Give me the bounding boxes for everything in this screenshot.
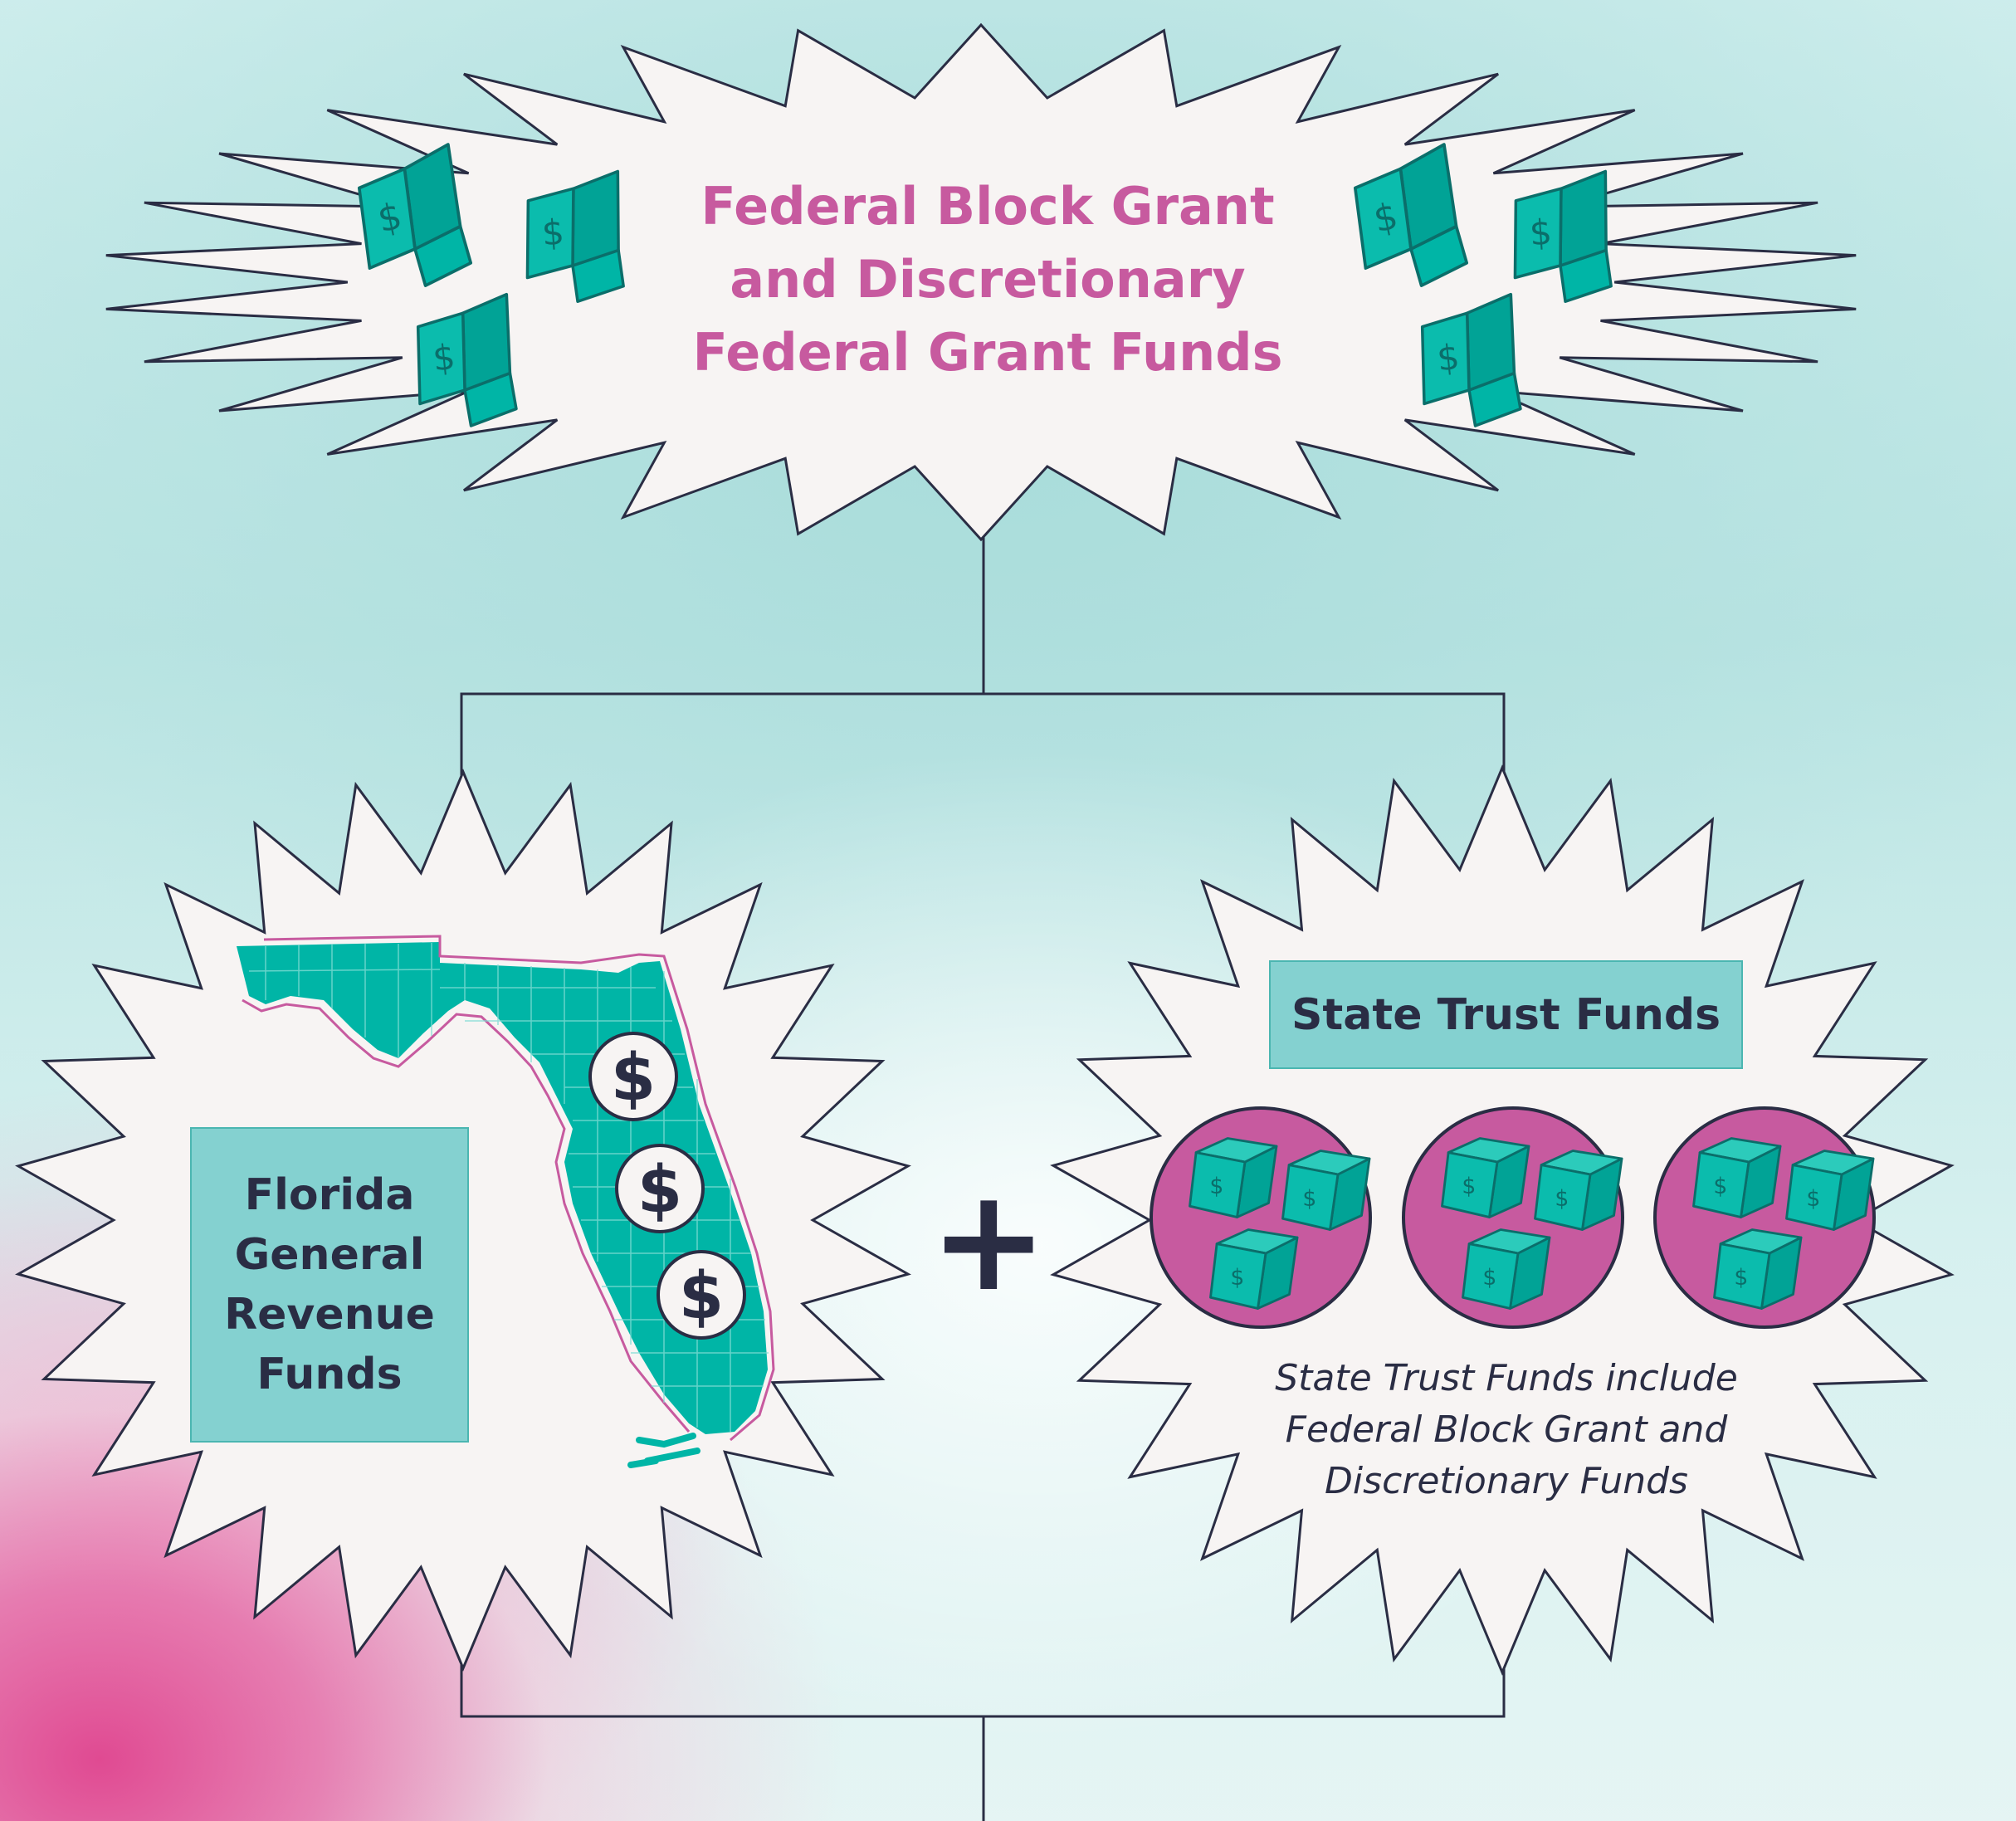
trust-funds-note: State Trust Funds include Federal Block …: [1212, 1353, 1801, 1507]
plus-operator: +: [930, 1159, 1048, 1323]
money-cube-cluster-icon: [1653, 1106, 1876, 1329]
general-revenue-label-box: Florida General Revenue Funds: [190, 1127, 469, 1443]
starburst-shape: [105, 22, 1857, 542]
trust-fund-circles: [1150, 1106, 1876, 1329]
state-trust-funds-label-box: State Trust Funds: [1269, 960, 1743, 1069]
note-line: Federal Block Grant and: [1285, 1408, 1728, 1451]
svg-text:$: $: [611, 1041, 656, 1116]
money-cube-cluster-icon: [1402, 1106, 1624, 1329]
label-line: Funds: [256, 1350, 403, 1399]
top-starburst: [105, 22, 1857, 542]
title-line: and Discretionary: [730, 249, 1246, 310]
label-line: Revenue: [224, 1290, 435, 1340]
connector-lines: [460, 535, 1506, 1821]
note-line: Discretionary Funds: [1325, 1460, 1688, 1502]
label-line: General: [234, 1230, 425, 1280]
title-line: Federal Grant Funds: [692, 322, 1283, 383]
note-line: State Trust Funds include: [1275, 1357, 1738, 1399]
money-cube-cluster-icon: [1150, 1106, 1372, 1329]
svg-text:$: $: [679, 1259, 724, 1334]
svg-text:$: $: [637, 1153, 682, 1228]
dollar-coin-icons: $ $ $: [588, 1032, 746, 1340]
top-burst-title: Federal Block Grant and Discretionary Fe…: [647, 170, 1328, 389]
title-line: Federal Block Grant: [700, 176, 1275, 237]
label-line: Florida: [244, 1170, 415, 1220]
dollar-coin-icon: $: [657, 1250, 746, 1340]
dollar-coin-icon: $: [588, 1032, 678, 1121]
dollar-coin-icon: $: [615, 1144, 705, 1233]
